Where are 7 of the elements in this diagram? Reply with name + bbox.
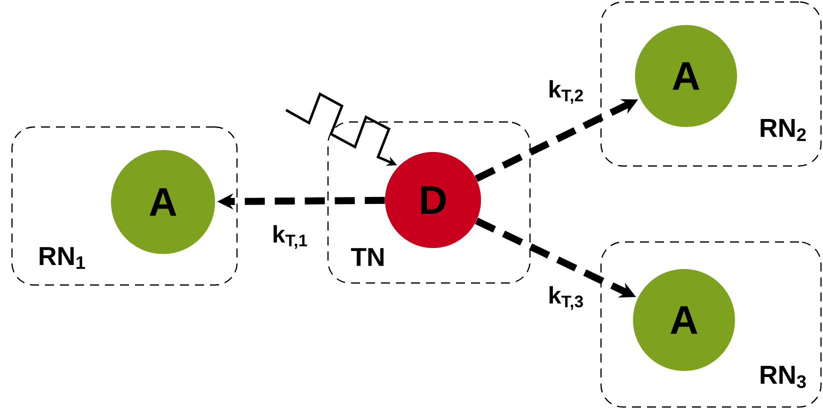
circle-node: A [635,25,737,127]
edge-label: k$_{T,1}$ [270,224,310,250]
circle-node: A [633,269,735,371]
circle-node: A [111,150,215,254]
circle-node: D [385,152,481,248]
edge-label: k$_{T,3}$ [546,285,586,311]
edge-label: k$_{T,2}$ [546,79,586,105]
